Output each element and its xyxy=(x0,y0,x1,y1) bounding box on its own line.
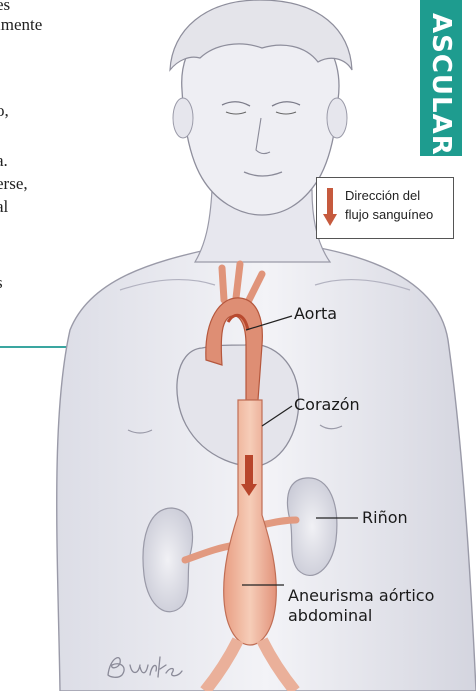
label-kidney: Riñon xyxy=(362,508,408,528)
kidney-right xyxy=(287,478,336,576)
down-arrow-icon xyxy=(323,188,337,228)
label-aneurysm-line-2: abdominal xyxy=(288,606,372,626)
legend-line-2: flujo sanguíneo xyxy=(345,205,453,224)
artist-signature xyxy=(100,645,190,685)
legend-label: Dirección del flujo sanguíneo xyxy=(345,186,453,224)
legend-box: Dirección del flujo sanguíneo xyxy=(316,177,454,239)
label-aorta: Aorta xyxy=(294,304,337,324)
label-heart: Corazón xyxy=(294,395,360,415)
section-tab-label: ASCULAR xyxy=(421,0,461,156)
label-aneurysm-line-1: Aneurisma aórtico xyxy=(288,586,434,606)
legend-line-1: Dirección del xyxy=(345,186,453,205)
